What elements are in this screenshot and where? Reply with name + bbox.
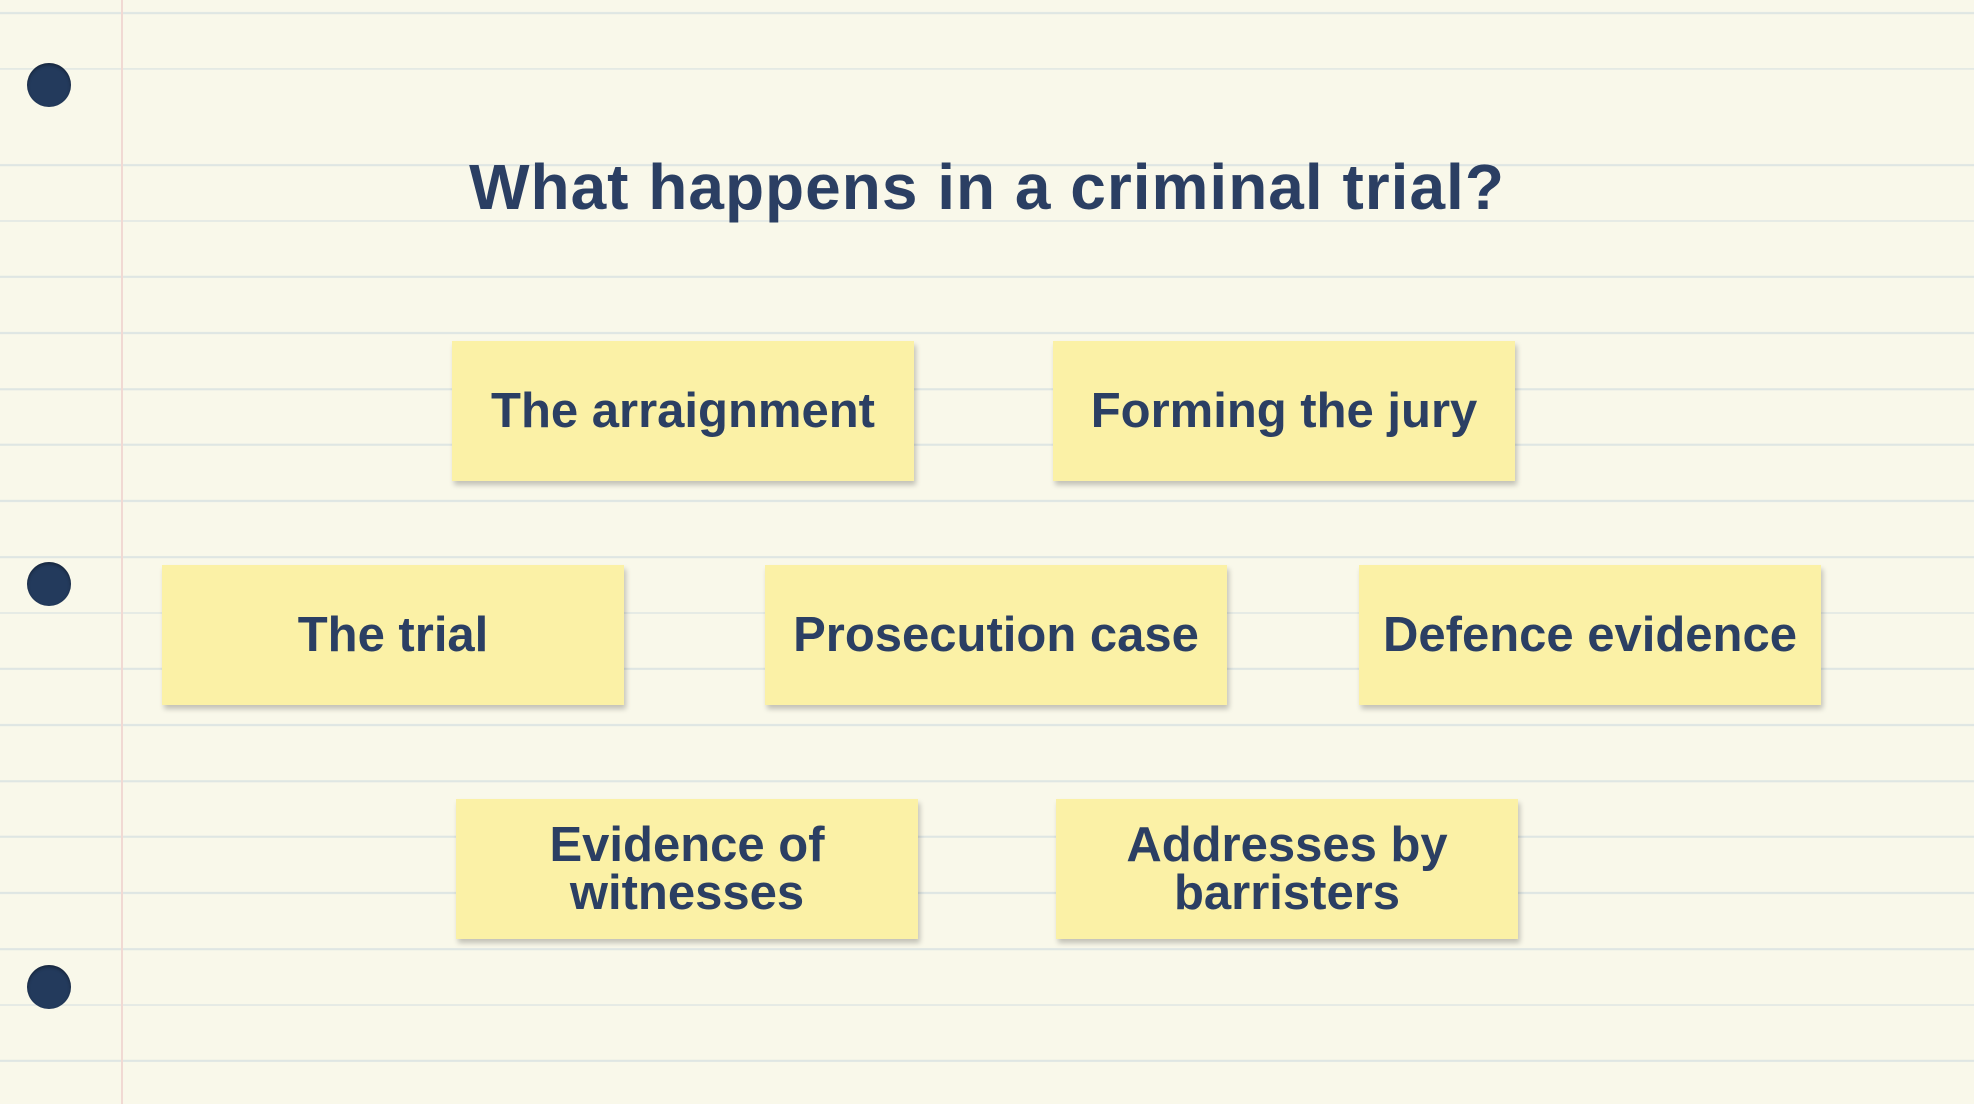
note-evidence-of-witnesses[interactable]: Evidence of witnesses [456, 799, 918, 939]
note-label: Addresses by barristers [1126, 818, 1448, 920]
binder-hole-icon [27, 965, 71, 1009]
note-label: Evidence of witnesses [549, 818, 825, 920]
note-forming-the-jury[interactable]: Forming the jury [1053, 341, 1515, 481]
note-prosecution-case[interactable]: Prosecution case [765, 565, 1227, 705]
note-the-arraignment[interactable]: The arraignment [452, 341, 914, 481]
binder-hole-icon [27, 63, 71, 107]
binder-hole-icon [27, 562, 71, 606]
note-addresses-by-barristers[interactable]: Addresses by barristers [1056, 799, 1518, 939]
note-defence-evidence[interactable]: Defence evidence [1359, 565, 1821, 705]
note-label: Prosecution case [793, 608, 1199, 662]
note-label: Defence evidence [1383, 608, 1797, 662]
page-title: What happens in a criminal trial? [469, 151, 1505, 223]
note-label: The arraignment [491, 384, 875, 438]
note-the-trial[interactable]: The trial [162, 565, 624, 705]
margin-line [121, 0, 123, 1104]
note-label: The trial [297, 608, 489, 662]
note-label: Forming the jury [1090, 384, 1478, 438]
